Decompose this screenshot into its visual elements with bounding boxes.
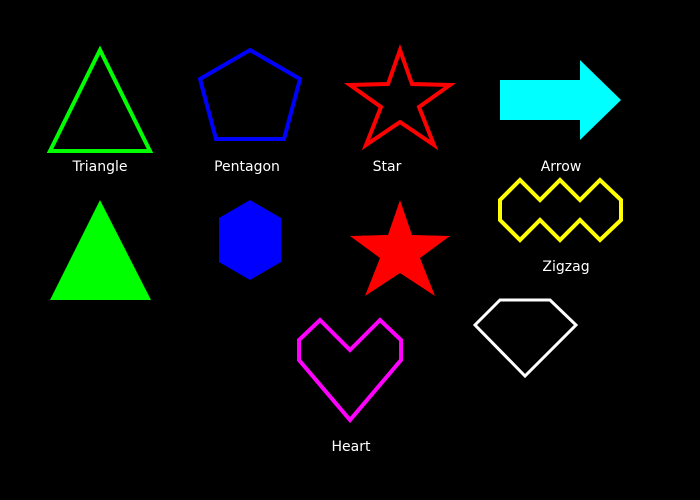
star-filled-shape xyxy=(350,200,450,296)
arrow-label: Arrow xyxy=(541,159,582,175)
heart-label: Heart xyxy=(332,439,371,455)
heart-shape xyxy=(297,317,403,424)
pentagon-outline-shape xyxy=(197,47,303,141)
triangle-label: Triangle xyxy=(72,159,128,175)
star-outline-shape xyxy=(343,43,457,151)
diamond-shape xyxy=(472,298,579,379)
hexagon-filled-shape xyxy=(219,200,281,280)
triangle-outline-shape xyxy=(46,45,154,153)
arrow-shape xyxy=(500,60,621,140)
triangle-filled-shape xyxy=(50,200,151,300)
zigzag-shape xyxy=(498,177,623,243)
star-label: Star xyxy=(373,159,402,175)
pentagon-label: Pentagon xyxy=(214,159,280,175)
zigzag-label: Zigzag xyxy=(542,259,589,275)
